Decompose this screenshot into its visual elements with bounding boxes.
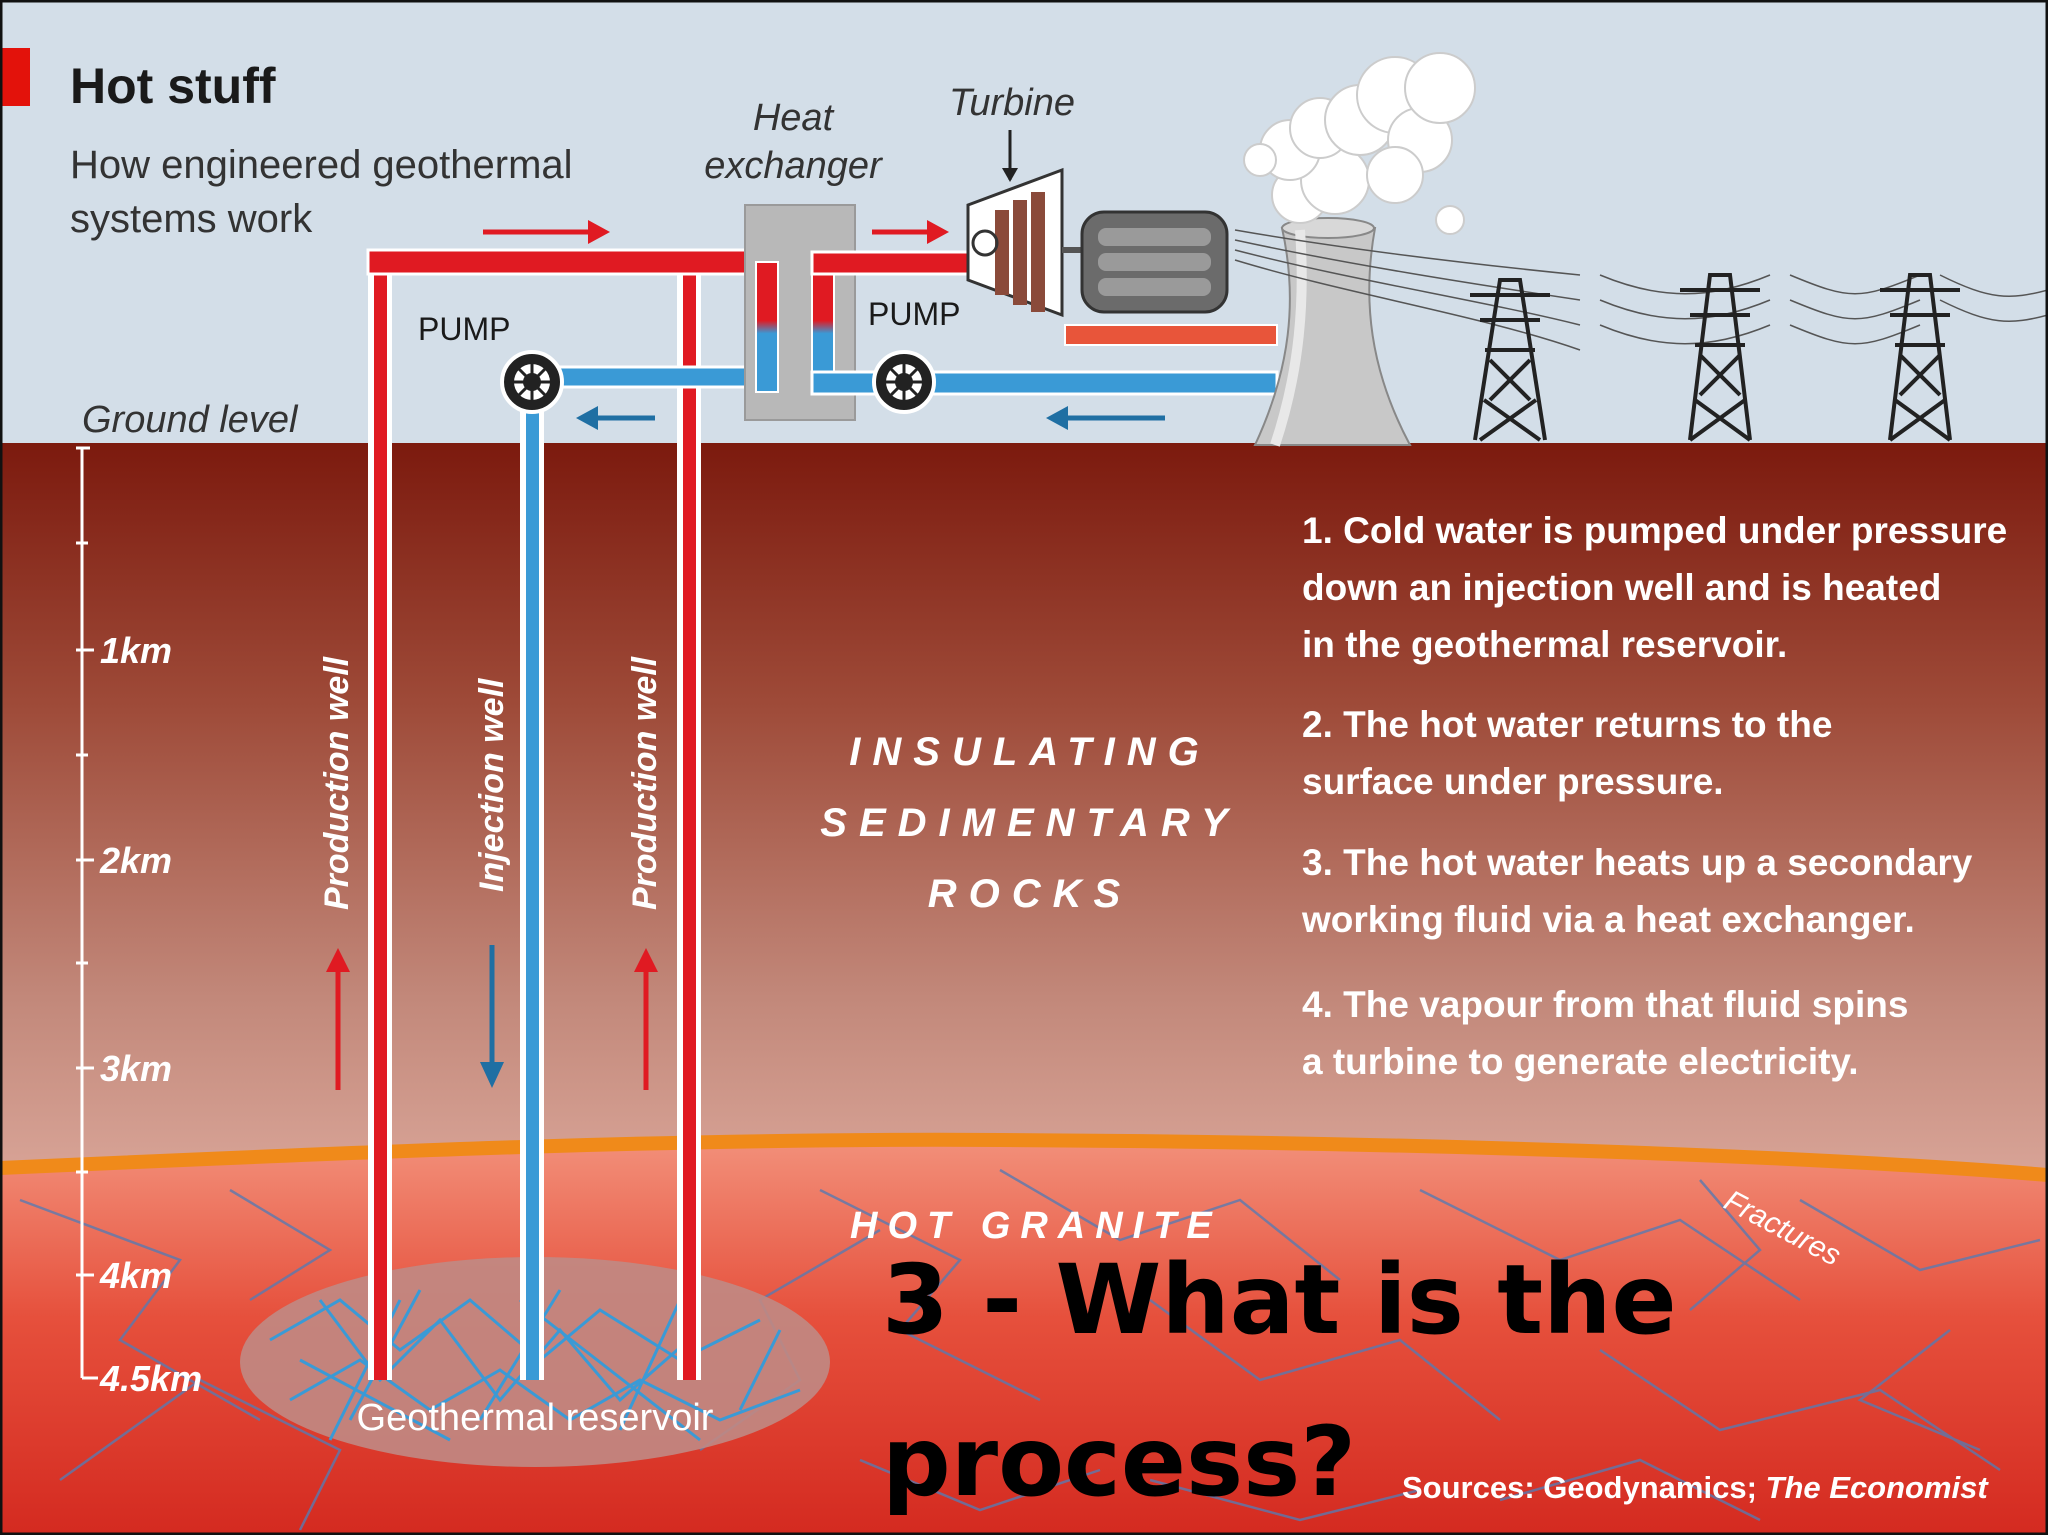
production-well-right-label: Production well [626, 655, 664, 910]
step-3-line1: 3. The hot water heats up a secondary [1302, 842, 1973, 883]
injection-well-label: Injection well [473, 677, 511, 892]
depth-label-1km: 1km [100, 630, 172, 671]
rocks-label-line1: INSULATING [849, 730, 1210, 774]
injection-well-pipe [520, 395, 544, 1380]
heat-exchanger-label-line2: exchanger [704, 145, 883, 187]
turbine-label: Turbine [949, 82, 1075, 124]
source-publication: The Economist [1766, 1470, 1990, 1505]
step-4-line1: 4. The vapour from that fluid spins [1302, 984, 1908, 1025]
secondary-hot-pipe [810, 250, 989, 276]
sedimentary-layer [0, 443, 2048, 1183]
accent-bar [0, 48, 30, 106]
pylon-icon [1680, 273, 1760, 442]
diagram-subtitle-line2: systems work [70, 197, 313, 241]
process-steps: 1. Cold water is pumped under pressure d… [1301, 510, 2007, 1082]
pump-left-icon [500, 350, 564, 414]
source-credit: Sources: Geodynamics; The Economist [1402, 1470, 1989, 1505]
generator-hot-line [1064, 324, 1278, 346]
power-lines [1234, 229, 2048, 351]
arrow-up-icon [634, 948, 658, 1090]
step-1-line1: 1. Cold water is pumped under pressure [1302, 510, 2007, 551]
step-4-line2: a turbine to generate electricity. [1302, 1041, 1859, 1082]
heat-exchanger-inner-loop-left [755, 261, 779, 393]
arrow-left-icon [576, 406, 655, 430]
arrow-up-icon [326, 948, 350, 1090]
arrow-left-icon [1046, 406, 1165, 430]
rocks-label-line3: ROCKS [928, 872, 1132, 916]
depth-label-4km: 4km [99, 1255, 172, 1296]
pylon-icon [1470, 278, 1550, 442]
arrow-down-icon [480, 945, 504, 1088]
production-well-right-pipe [677, 272, 701, 1380]
arrow-right-icon [483, 220, 610, 244]
production-well-left-label: Production well [318, 655, 356, 910]
pump-right-icon [872, 350, 936, 414]
flow-arrows [326, 220, 1165, 1090]
hot-granite-label: HOT GRANITE [850, 1205, 1222, 1247]
arrow-right-icon [872, 220, 949, 244]
diagram-title: Hot stuff [70, 58, 276, 114]
steam-cloud [1243, 52, 1476, 235]
rocks-label-line2: SEDIMENTARY [820, 801, 1239, 845]
question-line2: process? [882, 1406, 1356, 1518]
hot-pipe-surface [366, 248, 768, 276]
question-line1: 3 - What is the [882, 1244, 1677, 1356]
source-prefix: Sources: Geodynamics; [1402, 1470, 1766, 1505]
pylon-icon [1880, 273, 1960, 442]
pump-right-label: PUMP [868, 296, 960, 332]
depth-label-4-5km: 4.5km [99, 1358, 202, 1399]
depth-scale [76, 446, 98, 1380]
turbine-icon [966, 130, 1064, 318]
step-2-line2: surface under pressure. [1302, 761, 1724, 802]
ground-level-label: Ground level [82, 399, 299, 441]
reservoir-label: Geothermal reservoir [357, 1397, 714, 1439]
generator-icon [1080, 210, 1229, 314]
diagram-subtitle-line1: How engineered geothermal [70, 143, 573, 187]
step-2-line1: 2. The hot water returns to the [1302, 704, 1832, 745]
cold-pipe-surface [538, 365, 772, 389]
fracture-network [19, 1168, 2041, 1531]
granite-boundary [0, 1132, 2048, 1182]
heat-exchanger-label-line1: Heat [753, 97, 835, 139]
step-3-line2: working fluid via a heat exchanger. [1301, 899, 1915, 940]
pump-left-label: PUMP [418, 311, 510, 347]
step-1-line3: in the geothermal reservoir. [1302, 624, 1787, 665]
step-1-line2: down an injection well and is heated [1302, 567, 1941, 608]
depth-label-2km: 2km [99, 840, 172, 881]
depth-label-3km: 3km [100, 1048, 172, 1089]
production-well-left-pipe [368, 252, 392, 1380]
